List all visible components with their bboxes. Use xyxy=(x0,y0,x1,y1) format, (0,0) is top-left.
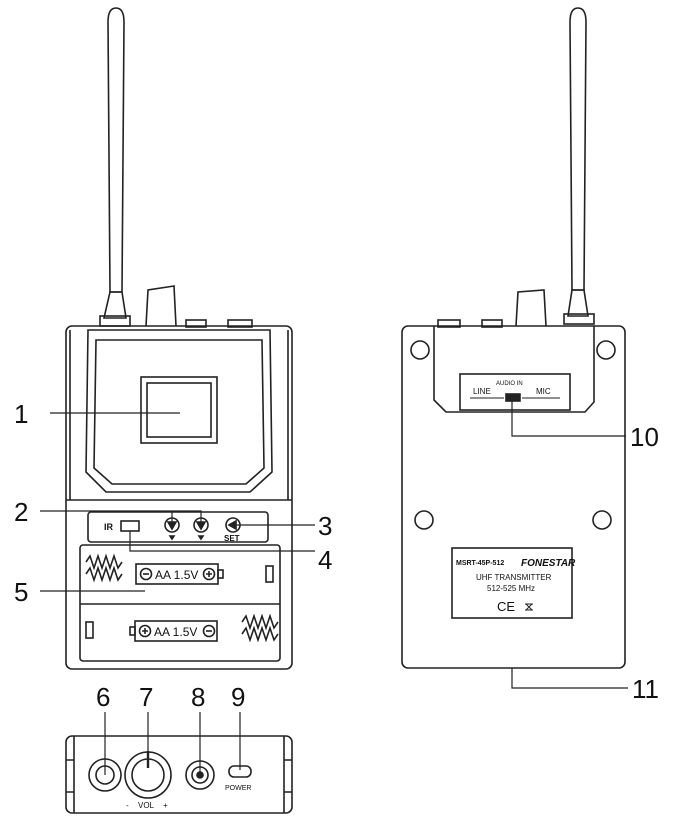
ir-label: IR xyxy=(104,522,114,532)
battery-contact xyxy=(265,565,274,583)
vol-label: VOL xyxy=(138,801,155,810)
back-top-switch-b xyxy=(481,319,503,328)
front-body xyxy=(65,325,293,670)
battery-spring xyxy=(241,625,279,643)
callout-2: 2 xyxy=(14,497,28,527)
back-hole xyxy=(410,340,430,360)
battery-contact xyxy=(85,621,94,639)
down-arrow-icon xyxy=(168,535,176,541)
callout-3: 3 xyxy=(318,511,332,541)
line-label: LINE xyxy=(473,387,491,396)
front-top-switch-a xyxy=(185,319,207,328)
back-antenna xyxy=(569,7,587,291)
frequency-label: 512-525 MHz xyxy=(487,584,535,593)
set-label: SET xyxy=(224,534,240,543)
battery-top-label: AA 1.5V xyxy=(155,568,198,582)
front-upper-panel-inner xyxy=(93,339,265,485)
vol-minus: - xyxy=(126,801,129,810)
top-body xyxy=(65,735,293,814)
front-view xyxy=(40,7,315,670)
front-body-edge xyxy=(69,330,289,500)
ir-window xyxy=(120,520,140,532)
back-view xyxy=(401,7,628,689)
callout-7: 7 xyxy=(139,682,153,712)
vol-plus: + xyxy=(163,801,168,810)
plus-icon xyxy=(202,567,216,581)
plus-icon-bar xyxy=(206,571,212,577)
callout-1: 1 xyxy=(14,399,28,429)
rating-label xyxy=(451,547,573,619)
callout-6: 6 xyxy=(96,682,110,712)
battery-bottom-label: AA 1.5V xyxy=(154,625,197,639)
back-antenna-collar xyxy=(563,313,595,325)
product-label: UHF TRANSMITTER xyxy=(476,573,552,582)
leader-line-2 xyxy=(40,510,202,525)
display-window-inner xyxy=(146,382,212,438)
callout-10: 10 xyxy=(630,422,659,452)
callout-8: 8 xyxy=(191,682,205,712)
power-label: POWER xyxy=(225,785,251,792)
ce-mark: CE xyxy=(497,599,515,614)
callout-5: 5 xyxy=(14,577,28,607)
top-view xyxy=(65,712,293,814)
minus-icon xyxy=(139,567,153,581)
back-body xyxy=(401,325,626,669)
display-window xyxy=(140,376,218,444)
leader-line-11 xyxy=(511,668,628,689)
mic-label: MIC xyxy=(536,387,551,396)
leader-line-4 xyxy=(129,531,315,552)
leader-line-10 xyxy=(511,398,626,437)
back-top-switch-a xyxy=(437,319,461,328)
battery-spring xyxy=(241,613,279,631)
battery-spring xyxy=(85,565,123,583)
brand-logo: FONESTAR xyxy=(521,558,576,569)
battery-spring xyxy=(85,553,123,571)
front-antenna xyxy=(107,7,125,293)
top-body-notch xyxy=(66,759,292,793)
callout-4: 4 xyxy=(318,545,332,575)
line-mic-switch xyxy=(505,393,521,402)
audio-in-window xyxy=(459,373,571,411)
battery-top-terminal xyxy=(217,569,224,579)
minus-icon xyxy=(202,624,216,638)
audio-in-label: AUDIO IN xyxy=(496,381,523,387)
front-top-switch-b xyxy=(227,319,253,328)
battery-bottom-terminal xyxy=(129,626,136,636)
back-hole xyxy=(592,510,612,530)
front-upper-panel xyxy=(85,329,273,493)
plus-icon xyxy=(138,624,152,638)
front-antenna-base xyxy=(102,291,127,319)
back-top-knob xyxy=(515,289,547,327)
back-antenna-base xyxy=(567,289,589,317)
callout-9: 9 xyxy=(231,682,245,712)
front-top-knob xyxy=(145,285,177,327)
battery-compartment xyxy=(79,544,281,662)
weee-bin-icon xyxy=(525,603,533,611)
plus-icon-bar xyxy=(142,628,148,634)
control-strip xyxy=(87,511,269,543)
callout-11: 11 xyxy=(632,674,659,704)
top-body-edge xyxy=(73,736,285,813)
back-hole xyxy=(414,510,434,530)
model-label: MSRT-45P-512 xyxy=(456,560,504,567)
down-arrow-icon xyxy=(197,535,205,541)
back-hole xyxy=(596,340,616,360)
back-clip xyxy=(433,326,595,413)
